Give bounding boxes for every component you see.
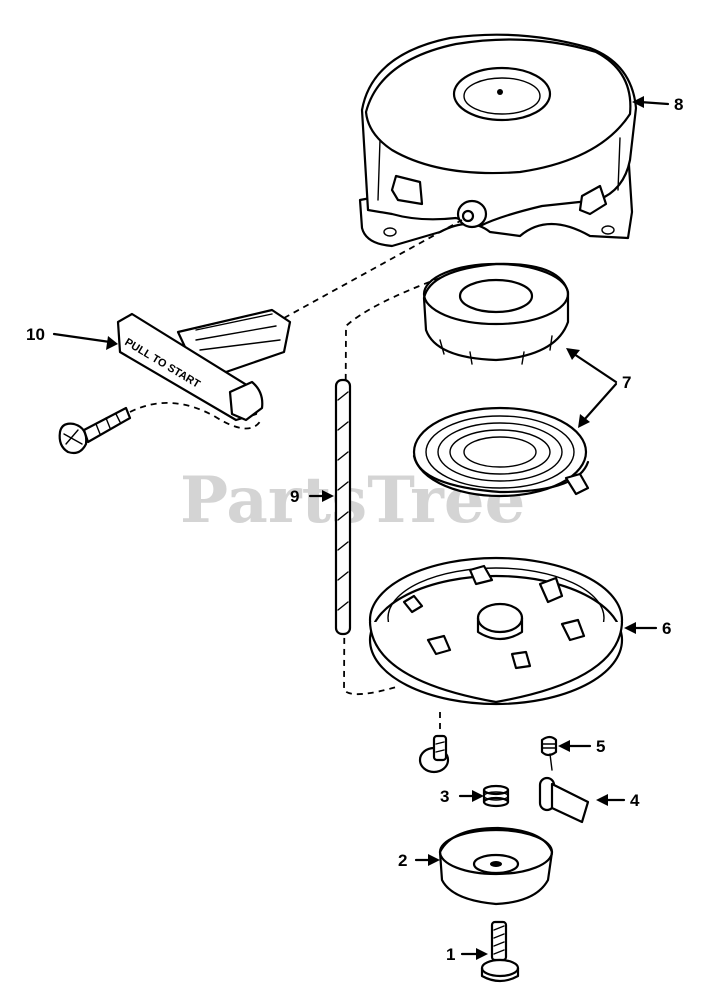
center-screw xyxy=(480,920,520,983)
rope-path-left xyxy=(343,277,441,696)
callout-label-2: 2 xyxy=(398,851,407,870)
callout-arrows xyxy=(52,96,670,960)
callout-label-10: 10 xyxy=(26,325,45,344)
pawl xyxy=(538,776,590,824)
callout-label-7: 7 xyxy=(622,373,631,392)
starter-housing xyxy=(358,33,638,248)
callout-label-8: 8 xyxy=(674,95,683,114)
callout-label-1: 1 xyxy=(446,945,455,964)
callout-label-4: 4 xyxy=(630,791,640,810)
callout-label-5: 5 xyxy=(596,737,605,756)
starter-pulley xyxy=(368,556,624,706)
starter-rope xyxy=(334,378,352,636)
callout-label-3: 3 xyxy=(440,787,449,806)
callout-label-9: 9 xyxy=(290,487,299,506)
rope-path-upper xyxy=(283,219,463,319)
pawl-spring xyxy=(540,735,558,771)
spring-retainer xyxy=(422,262,570,365)
callout-label-6: 6 xyxy=(662,619,671,638)
brake-retainer xyxy=(438,826,554,906)
recoil-spring xyxy=(412,406,590,498)
guide-pin xyxy=(418,712,450,774)
handle-screw xyxy=(58,406,132,455)
compression-spring xyxy=(482,784,510,808)
rope-path-handle xyxy=(129,402,263,430)
starter-handle: PULL TO START xyxy=(116,308,292,422)
